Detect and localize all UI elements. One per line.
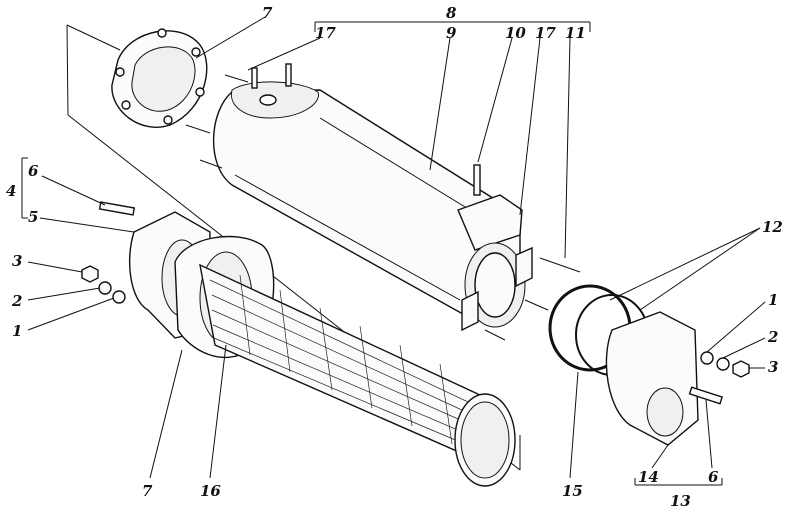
callout-11: 11: [565, 24, 586, 42]
callout-9: 9: [446, 24, 457, 42]
callout-13: 13: [670, 492, 691, 510]
callout-5: 5: [28, 208, 38, 226]
callout-15: 15: [562, 482, 583, 500]
gasket-top: [111, 28, 208, 128]
callout-7-bottom: 7: [142, 482, 153, 500]
callout-3-left: 3: [12, 252, 22, 270]
callout-1-left: 1: [12, 322, 22, 340]
callout-4: 4: [6, 182, 16, 200]
callout-7-top: 7: [262, 4, 273, 22]
leader-lines: [21, 16, 766, 486]
tube-bundle: [199, 263, 516, 487]
heat-exchanger-shell: [185, 63, 581, 341]
right-fasteners: [700, 351, 750, 378]
callout-2-right: 2: [767, 328, 778, 346]
callout-8: 8: [446, 4, 457, 22]
callout-1-right: 1: [768, 291, 778, 309]
callout-6-right: 6: [708, 468, 719, 486]
callout-14: 14: [638, 468, 659, 486]
callout-2-left: 2: [11, 292, 22, 310]
callout-labels: 7 8 17 9 10 17 11 6 4 5 3 2 1 12 1 2 3 7…: [6, 4, 783, 510]
callout-16: 16: [200, 482, 221, 500]
callout-12: 12: [762, 218, 783, 236]
callout-17-left: 17: [315, 24, 336, 42]
callout-10: 10: [505, 24, 526, 42]
callout-17-right: 17: [535, 24, 556, 42]
right-cover: [605, 311, 724, 446]
shell-studs: [185, 74, 581, 341]
callout-6-left: 6: [28, 162, 39, 180]
left-fasteners: [81, 265, 126, 304]
callout-3-right: 3: [768, 358, 778, 376]
